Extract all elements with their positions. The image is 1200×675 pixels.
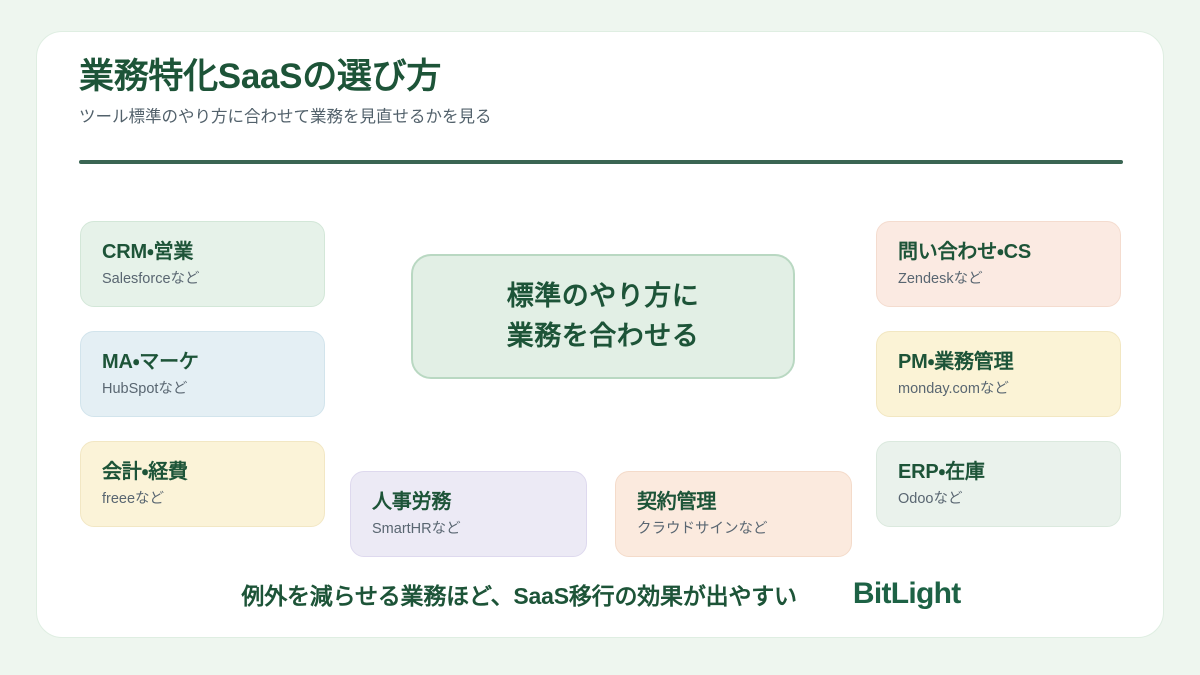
node-subtitle: クラウドサインなど (637, 520, 768, 537)
center-emphasis-box: 標準のやり方に 業務を合わせる (411, 254, 795, 379)
page-title: 業務特化SaaSの選び方 (79, 57, 442, 96)
footer: 例外を減らせる業務ほど、SaaS移行の効果が出やすい BitLight (79, 570, 1123, 618)
node-title: MA・マーケ (102, 350, 199, 373)
node-subtitle: monday.comなど (898, 380, 1009, 397)
node-subtitle: freeeなど (102, 490, 165, 507)
node-title: 人事労務 (372, 490, 452, 513)
node-subtitle: SmartHRなど (372, 520, 461, 537)
node-subtitle: Odooなど (898, 490, 963, 507)
node-card-crm[interactable]: CRM・営業 Salesforceなど (80, 221, 325, 307)
node-card-erp[interactable]: ERP・在庫 Odooなど (876, 441, 1121, 527)
node-card-accounting[interactable]: 会計・経費 freeeなど (80, 441, 325, 527)
node-card-pm[interactable]: PM・業務管理 monday.comなど (876, 331, 1121, 417)
node-subtitle: HubSpotなど (102, 380, 188, 397)
header-divider (79, 160, 1123, 164)
node-card-hr[interactable]: 人事労務 SmartHRなど (350, 471, 587, 557)
center-line-1: 標準のやり方に (506, 281, 700, 312)
node-title: PM・業務管理 (898, 350, 1014, 373)
node-title: 契約管理 (637, 490, 717, 513)
footer-message: 例外を減らせる業務ほど、SaaS移行の効果が出やすい (241, 583, 797, 609)
slide-card: 業務特化SaaSの選び方 ツール標準のやり方に合わせて業務を見直せるかを見る C… (36, 31, 1164, 638)
node-title: 会計・経費 (102, 460, 188, 483)
header: 業務特化SaaSの選び方 ツール標準のやり方に合わせて業務を見直せるかを見る (79, 56, 1123, 128)
node-title: CRM・営業 (102, 240, 194, 263)
node-title: ERP・在庫 (898, 460, 985, 483)
node-subtitle: Zendeskなど (898, 270, 983, 287)
center-line-2: 業務を合わせる (506, 320, 700, 351)
node-card-ma[interactable]: MA・マーケ HubSpotなど (80, 331, 325, 417)
page-subtitle: ツール標準のやり方に合わせて業務を見直せるかを見る (79, 108, 492, 126)
brand-logo: BitLight (852, 577, 961, 610)
node-title: 問い合わせ・CS (898, 240, 1031, 263)
node-subtitle: Salesforceなど (102, 270, 200, 287)
diagram-canvas: CRM・営業 Salesforceなど MA・マーケ HubSpotなど 会計・… (37, 32, 1165, 639)
node-card-cs[interactable]: 問い合わせ・CS Zendeskなど (876, 221, 1121, 307)
node-card-contract[interactable]: 契約管理 クラウドサインなど (615, 471, 852, 557)
